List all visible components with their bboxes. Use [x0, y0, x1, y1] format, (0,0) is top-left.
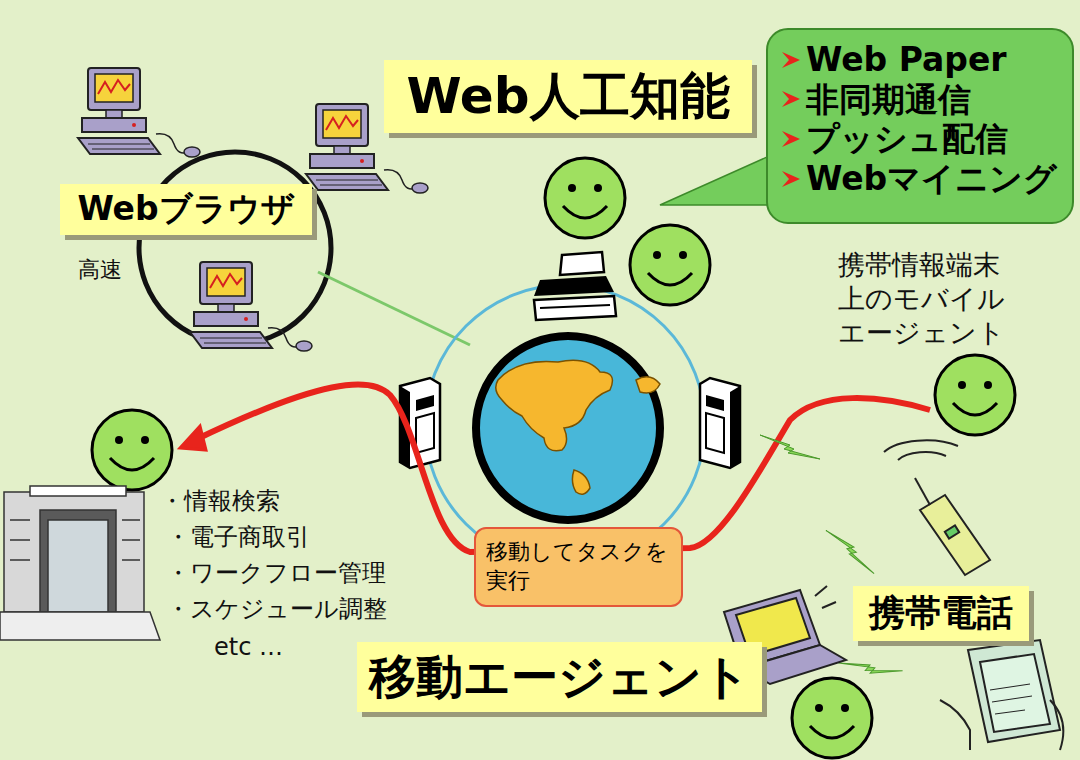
node-text: 携帯電話	[869, 590, 1013, 637]
feature-text: Webマイニング	[806, 159, 1057, 199]
task-box: 移動してタスクを 実行	[474, 527, 683, 607]
heading-box: Web人工知能	[384, 60, 752, 133]
feature-item: 非同期通信	[780, 80, 1058, 120]
task-list-item: ・ワークフロー管理	[166, 558, 386, 588]
bullet-arrow	[780, 128, 802, 150]
phone-label-box: 携帯電話	[853, 586, 1029, 641]
speed-label: 高速	[78, 256, 122, 284]
bullet-arrow	[780, 49, 802, 71]
feature-text: プッシュ配信	[806, 119, 1008, 159]
bullet-arrow	[780, 168, 802, 190]
feature-item: Web Paper	[780, 40, 1058, 80]
bullet-arrow	[780, 88, 802, 110]
node-text: 移動してタスクを 実行	[486, 538, 671, 595]
feature-callout: Web Paper非同期通信プッシュ配信Webマイニング	[766, 28, 1074, 224]
feature-item: Webマイニング	[780, 159, 1058, 199]
node-text: Webブラウザ	[77, 188, 294, 231]
task-list-item: ・電子商取引	[166, 522, 310, 552]
task-list-item: ・スケジュール調整	[166, 594, 387, 624]
task-list-item: ・情報検索	[160, 486, 280, 516]
mobile-device-label: 携帯情報端末 上のモバイル エージェント	[838, 248, 1008, 349]
mobile-agent-box: 移動エージェント	[357, 642, 762, 712]
node-text: Web人工知能	[406, 64, 729, 129]
feature-text: Web Paper	[806, 40, 1007, 80]
browser-label-box: Webブラウザ	[60, 184, 312, 235]
node-text: 移動エージェント	[369, 646, 750, 707]
feature-text: 非同期通信	[806, 80, 971, 120]
feature-item: プッシュ配信	[780, 119, 1058, 159]
task-list-more: etc …	[214, 632, 283, 662]
